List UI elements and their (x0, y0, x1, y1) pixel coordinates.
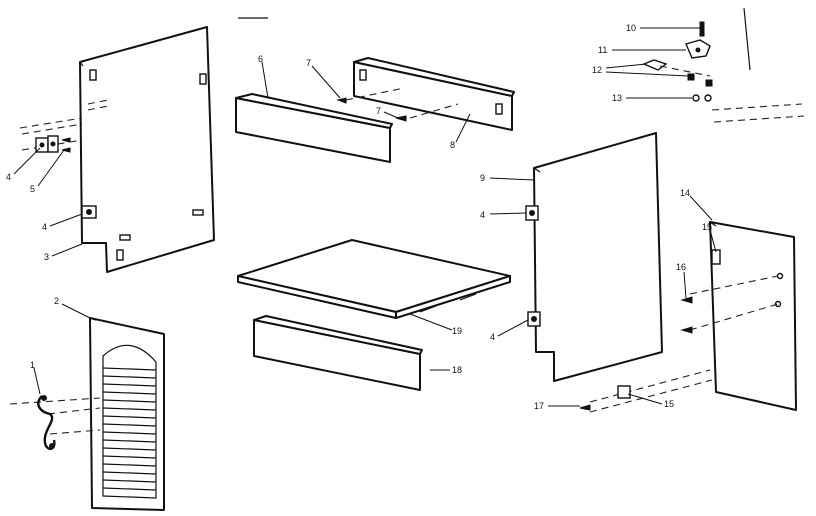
louver-slat (102, 367, 157, 371)
louver-slat (102, 423, 157, 427)
leader-lines (13, 49, 717, 407)
callout-15-a: 15 (702, 222, 712, 232)
part-1-door-handle (9, 395, 101, 451)
louver-slat (102, 431, 157, 435)
louver-slat (102, 407, 157, 411)
louver-slat (102, 391, 157, 395)
louver-slat (102, 447, 157, 451)
callout-2: 2 (54, 296, 59, 306)
callout-labels: 1 2 3 4 4 4 4 5 6 7 7 8 9 10 11 12 13 14… (6, 23, 712, 411)
callout-7-a: 7 (306, 58, 311, 68)
part-9-right-side-panel (525, 132, 663, 382)
callout-8: 8 (450, 140, 455, 150)
top-right-hardware (640, 7, 805, 123)
callout-17: 17 (534, 401, 544, 411)
callout-18: 18 (452, 365, 462, 375)
callout-7-b: 7 (376, 106, 381, 116)
callout-4-d: 4 (490, 332, 495, 342)
callout-12: 12 (592, 65, 602, 75)
callout-4-b: 4 (42, 222, 47, 232)
callout-4-a: 4 (6, 172, 11, 182)
louver-slat (102, 375, 157, 379)
callout-14: 14 (680, 188, 690, 198)
hinge-assembly-left (19, 117, 83, 153)
callout-9: 9 (480, 173, 485, 183)
part-19-shelf (237, 239, 511, 319)
part-14-back-panel (689, 221, 797, 411)
louver-slat (102, 399, 157, 403)
callout-10: 10 (626, 23, 636, 33)
part-2-louvered-door (89, 317, 165, 511)
callout-15-b: 15 (664, 399, 674, 409)
callout-13: 13 (612, 93, 622, 103)
callout-16: 16 (676, 262, 686, 272)
louver-slat (102, 487, 157, 491)
callout-1: 1 (30, 360, 35, 370)
callout-19: 19 (452, 326, 462, 336)
callout-4-c: 4 (480, 210, 485, 220)
callout-3: 3 (44, 252, 49, 262)
louver-slat (102, 463, 157, 467)
callout-5: 5 (30, 184, 35, 194)
part-6-front-rail (235, 93, 393, 163)
louver-slat (102, 383, 157, 387)
callout-11: 11 (598, 45, 607, 55)
louver-slat (102, 471, 157, 475)
part-7-screws (336, 87, 459, 122)
louver-slat (102, 455, 157, 459)
part-3-left-side-panel (79, 26, 215, 273)
part-15-bracket-bottom (579, 369, 713, 413)
part-8-back-rail (353, 57, 515, 131)
louver-slat (102, 439, 157, 443)
part-16-screws (680, 296, 693, 334)
callout-6: 6 (258, 54, 263, 64)
louver-slat (102, 479, 157, 483)
part-18-bottom-rail (253, 315, 423, 391)
louver-slat (102, 415, 157, 419)
door-louvers (102, 367, 157, 491)
